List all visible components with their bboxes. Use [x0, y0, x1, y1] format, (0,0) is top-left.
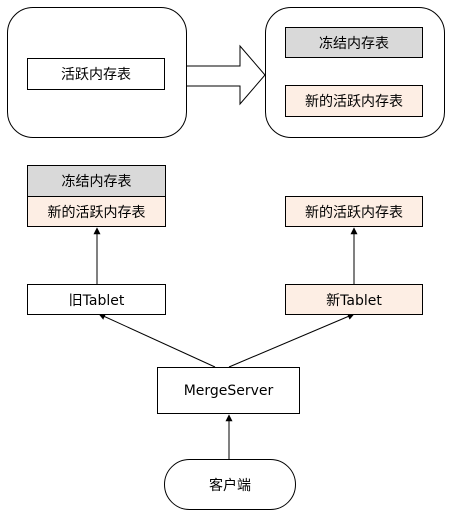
mergeserver-box: MergeServer	[157, 367, 300, 414]
frozen-memtable-box: 冻结内存表	[285, 27, 423, 58]
arrow-mergeserver-to-old-tablet	[98, 313, 216, 368]
active-memtable-box: 活跃内存表	[27, 58, 165, 90]
new-active-memtable-box: 新的活跃内存表	[285, 85, 423, 117]
transition-hollow-arrow	[185, 44, 266, 106]
client-node: 客户端	[164, 459, 296, 510]
new-tablet-new-active-memtable-box: 新的活跃内存表	[285, 196, 423, 227]
new-tablet-box: 新Tablet	[285, 284, 423, 315]
old-tablet-box: 旧Tablet	[27, 284, 166, 315]
arrow-mergeserver-to-new-tablet	[228, 313, 355, 368]
old-tablet-new-active-memtable-box: 新的活跃内存表	[27, 196, 166, 227]
old-tablet-frozen-memtable-box: 冻结内存表	[27, 165, 166, 197]
